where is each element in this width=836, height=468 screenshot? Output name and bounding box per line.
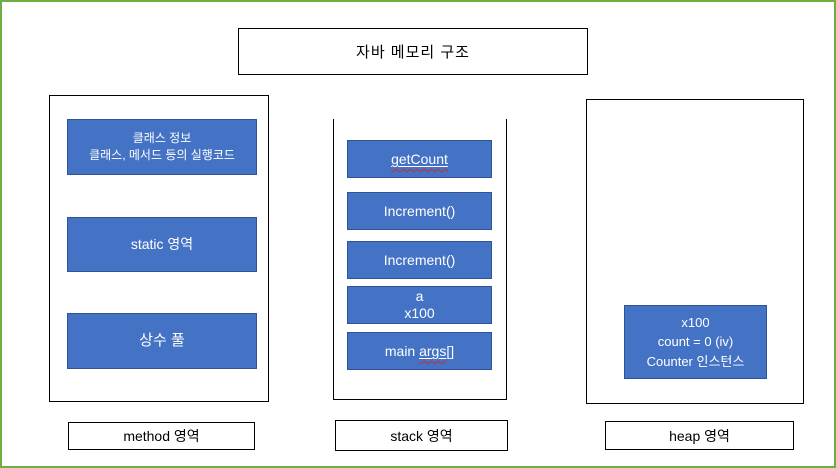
heap-area-label-box[interactable]: heap 영역: [605, 421, 794, 450]
stack-frame-main-args-label: main args[]: [384, 342, 455, 359]
heap-area-label: heap 영역: [669, 427, 730, 444]
counter-instance-box[interactable]: x100 count = 0 (iv) Counter 인스턴스: [624, 305, 767, 379]
stack-frame-getcount[interactable]: getCount: [347, 140, 492, 178]
stack-frame-increment-1[interactable]: Increment(): [347, 192, 492, 230]
stack-frame-getcount-label: getCount: [391, 150, 448, 167]
constant-pool-label: 상수 풀: [139, 332, 185, 350]
stack-frame-increment-1-label: Increment(): [383, 202, 456, 219]
stack-frame-main-args[interactable]: main args[]: [347, 332, 492, 370]
counter-instance-line1: x100: [681, 314, 710, 330]
diagram-title-box[interactable]: 자바 메모리 구조: [238, 28, 588, 75]
class-info-line1: 클래스 정보: [132, 130, 192, 145]
class-info-box[interactable]: 클래스 정보 클래스, 메서드 등의 실행코드: [67, 119, 257, 175]
stack-frame-increment-2[interactable]: Increment(): [347, 241, 492, 279]
stack-frame-x100-label: x100: [404, 305, 435, 321]
stack-frame-increment-2-label: Increment(): [383, 251, 456, 268]
stack-frame-a-x100[interactable]: a x100: [347, 286, 492, 324]
heap-region-box[interactable]: x100 count = 0 (iv) Counter 인스턴스: [586, 99, 804, 404]
method-area-label-box[interactable]: method 영역: [68, 422, 255, 450]
counter-instance-line3: Counter 인스턴스: [646, 353, 745, 369]
stack-frame-a-label: a: [415, 287, 424, 304]
diagram-title: 자바 메모리 구조: [356, 44, 470, 61]
static-area-box[interactable]: static 영역: [67, 217, 257, 272]
method-area-label: method 영역: [123, 428, 200, 444]
stack-area-label: stack 영역: [390, 427, 453, 444]
counter-instance-line2: count = 0 (iv): [657, 334, 734, 350]
method-region-box[interactable]: 클래스 정보 클래스, 메서드 등의 실행코드 static 영역 상수 풀: [49, 95, 269, 402]
constant-pool-box[interactable]: 상수 풀: [67, 313, 257, 369]
class-info-line2: 클래스, 메서드 등의 실행코드: [89, 148, 235, 162]
stack-area-label-box[interactable]: stack 영역: [335, 420, 508, 451]
static-area-label: static 영역: [130, 236, 194, 253]
stack-region-box[interactable]: getCount Increment() Increment() a x100 …: [333, 119, 507, 400]
